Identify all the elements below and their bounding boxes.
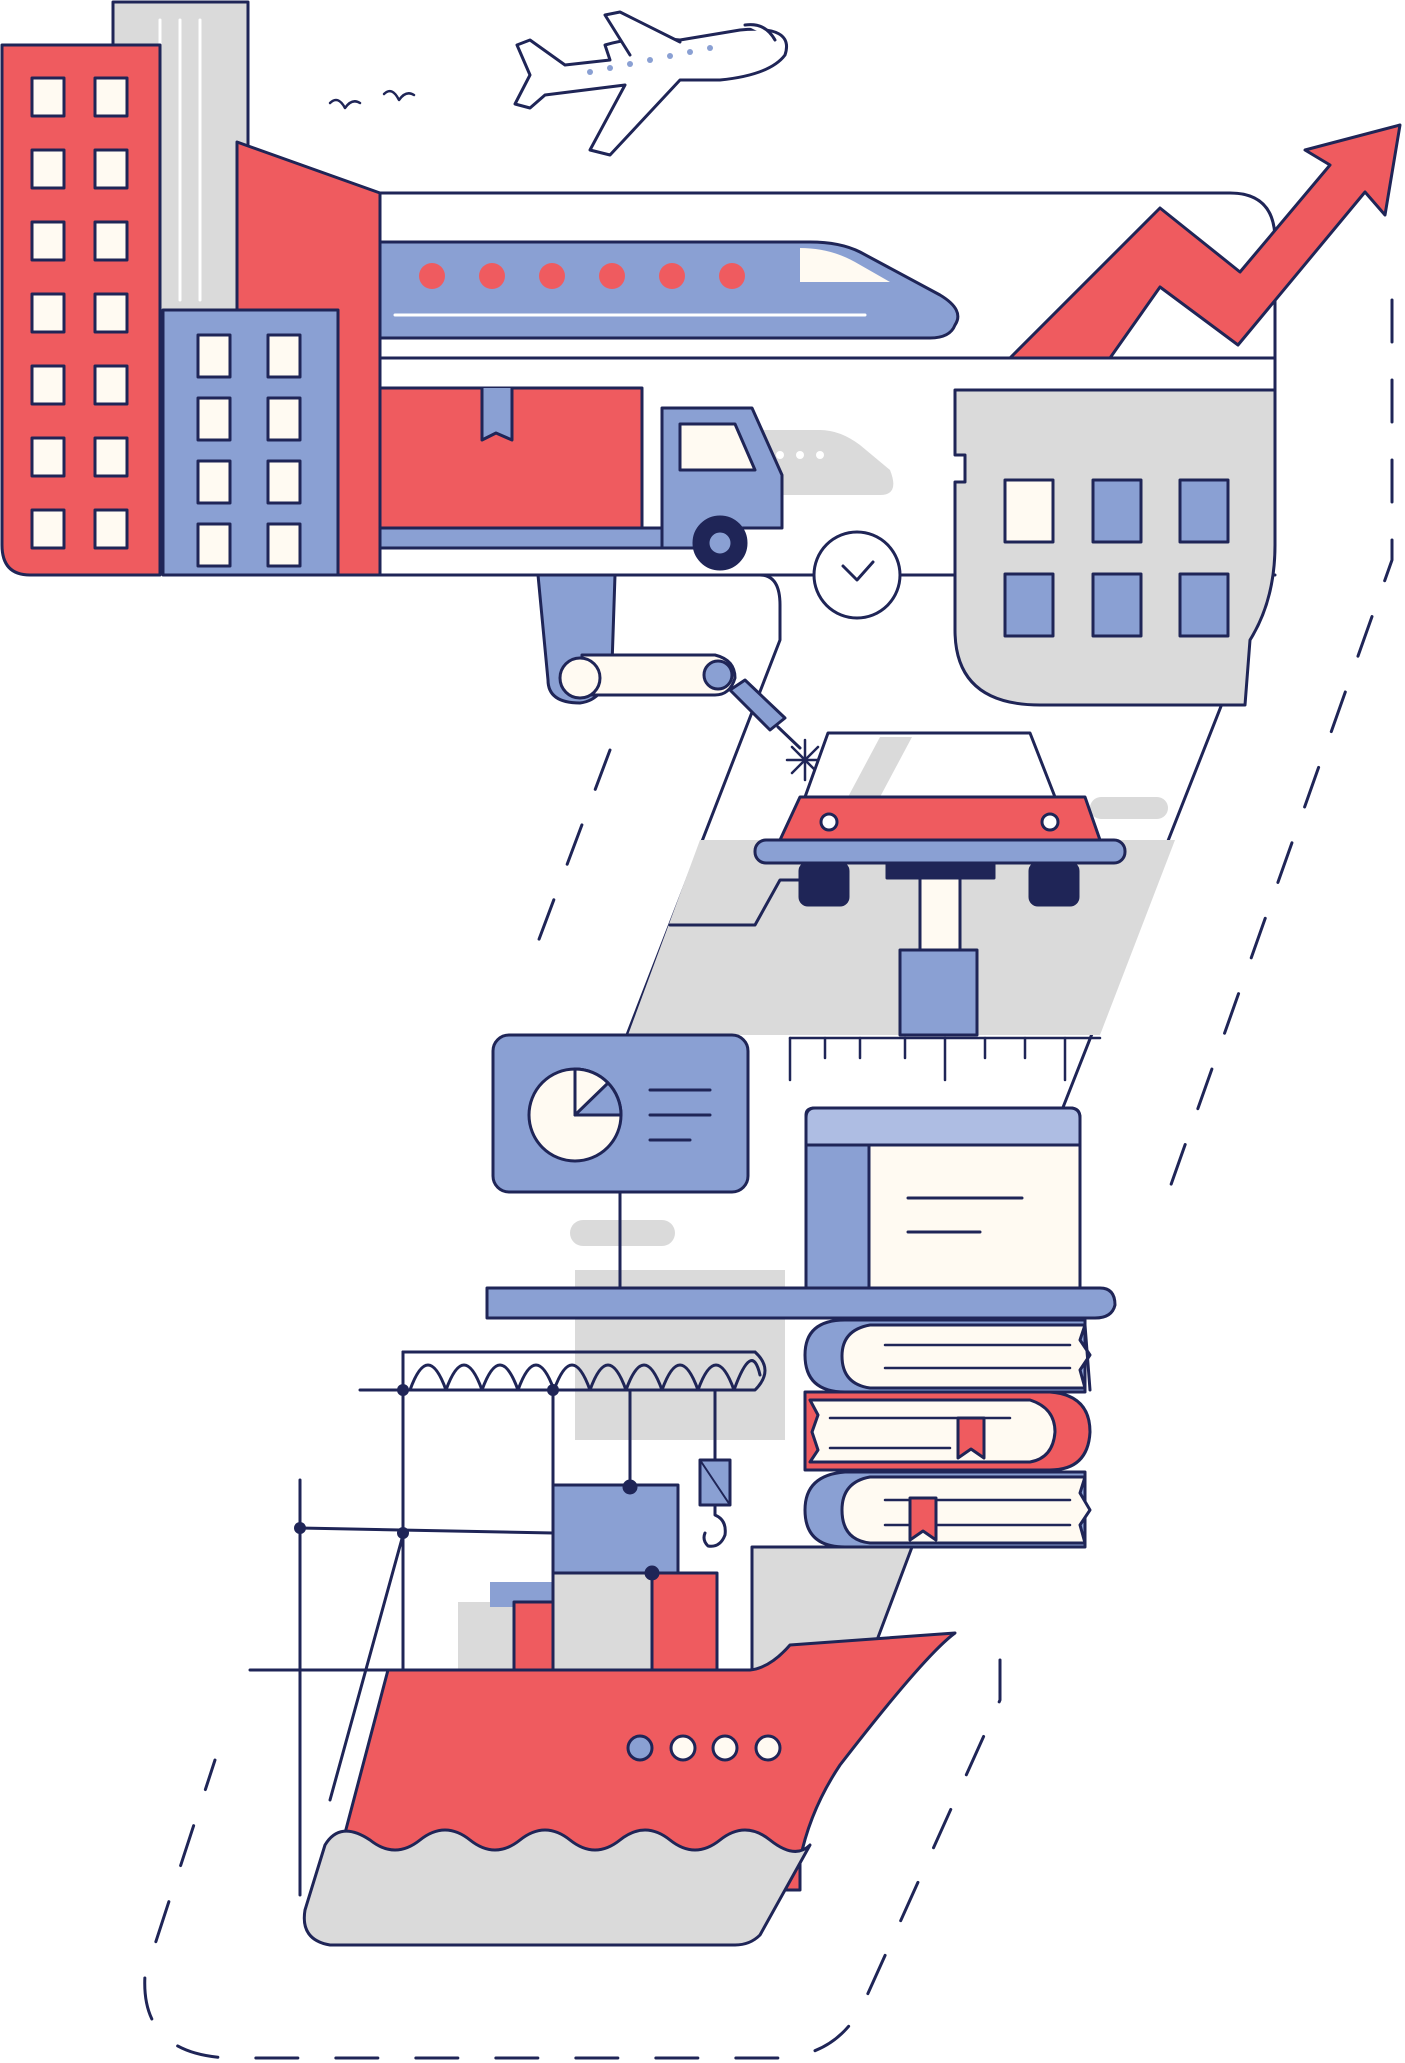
cargo-ship: [302, 1631, 957, 1947]
pie-chart-board: [491, 1033, 785, 1440]
clock-icon: [778, 530, 957, 620]
blue-building: [161, 308, 340, 577]
car-on-lift: [753, 731, 1168, 1037]
warehouse-building: [953, 388, 1277, 707]
crane: [248, 1350, 767, 1897]
book-stack: [803, 1318, 1092, 1549]
crane-joints: [294, 1384, 559, 1539]
cargo-box: [378, 386, 664, 550]
delivery-truck: [660, 406, 784, 571]
airplane: [513, 10, 788, 157]
ruler: [788, 1036, 1102, 1082]
containers: [458, 1479, 719, 1672]
growth-arrow: [1008, 123, 1402, 360]
shelf: [485, 1286, 1117, 1320]
document-window: [804, 1106, 1082, 1292]
robotic-arm: [536, 573, 825, 782]
bullet-train: [378, 240, 960, 340]
red-building: [0, 43, 162, 577]
birds: [328, 89, 416, 110]
dashed-road: [143, 298, 1394, 2060]
